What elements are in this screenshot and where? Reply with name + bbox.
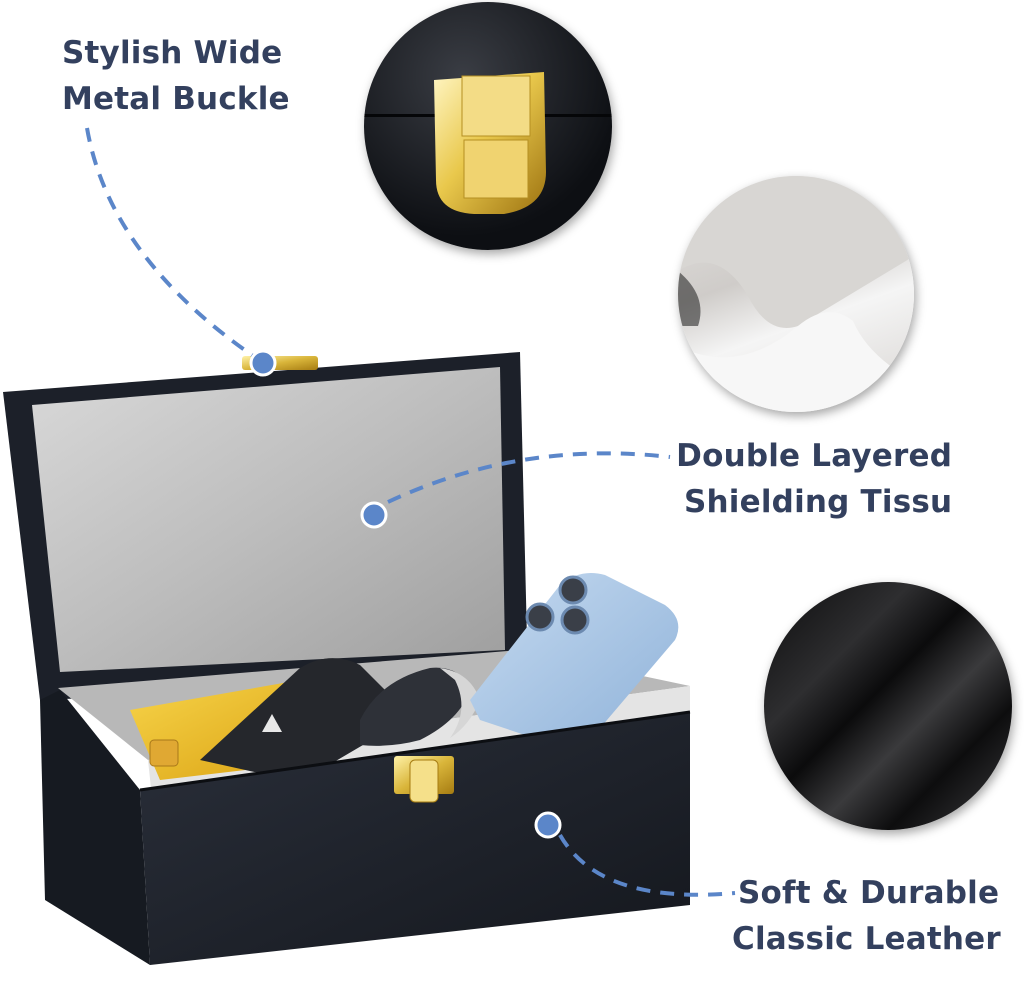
box-tray bbox=[58, 650, 690, 798]
callout-dots bbox=[249, 349, 562, 839]
feature-label-buckle: Stylish Wide Metal Buckle bbox=[62, 30, 290, 122]
feature-label-line2: Classic Leather bbox=[732, 921, 1001, 957]
feature-label-tissue: Double Layered Shielding Tissu bbox=[676, 433, 952, 525]
feature-label-line2: Shielding Tissu bbox=[684, 484, 953, 520]
inset-leather bbox=[764, 582, 1012, 830]
car-key-fob-icon bbox=[200, 658, 396, 782]
lid-buckle bbox=[242, 356, 318, 370]
feature-label-line1: Stylish Wide bbox=[62, 35, 283, 71]
callout-dot-tissue bbox=[360, 501, 388, 529]
box-lid bbox=[3, 352, 528, 700]
smartphone-icon bbox=[470, 572, 679, 748]
box-contents bbox=[130, 572, 679, 782]
callout-dot-buckle bbox=[249, 349, 277, 377]
gold-buckle-icon bbox=[364, 72, 612, 214]
callout-dot-leather bbox=[534, 811, 562, 839]
inset-buckle bbox=[364, 2, 612, 250]
front-buckle bbox=[394, 756, 454, 803]
feature-label-line2: Metal Buckle bbox=[62, 81, 290, 117]
box-front bbox=[140, 712, 690, 965]
silver-fabric-icon bbox=[678, 176, 914, 412]
feature-label-line1: Double Layered bbox=[676, 438, 953, 474]
inset-tissue bbox=[678, 176, 914, 412]
callout-lines bbox=[85, 127, 736, 897]
feature-label-leather: Soft & Durable Classic Leather bbox=[732, 870, 1001, 962]
silver-key-icon bbox=[360, 667, 480, 746]
gold-card-icon bbox=[130, 680, 330, 780]
box-side bbox=[40, 690, 150, 965]
feature-label-line1: Soft & Durable bbox=[738, 875, 1000, 911]
